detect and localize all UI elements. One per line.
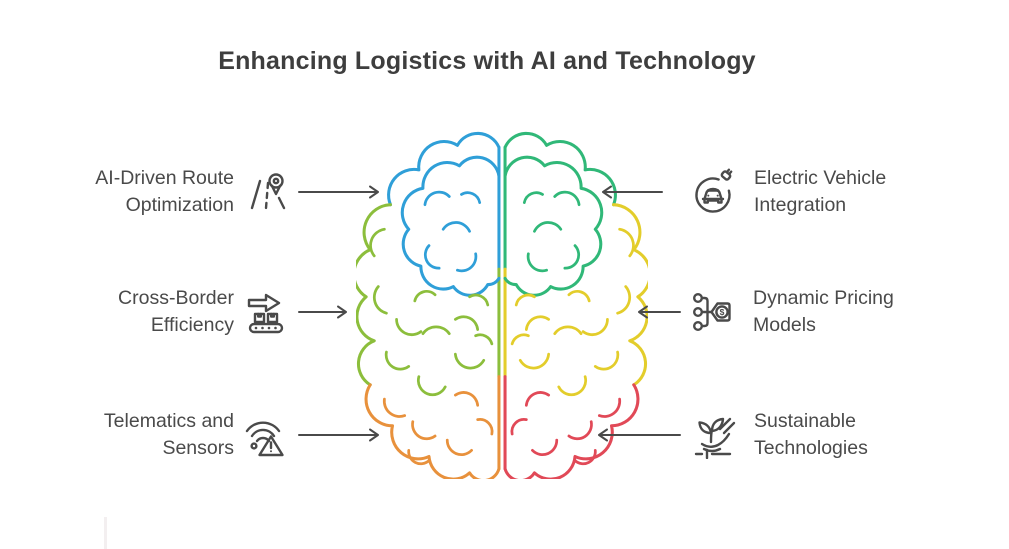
arrow-right-icon <box>298 305 347 319</box>
item-ai-route-optimization: AI-Driven Route Optimization <box>58 163 384 221</box>
arrow-right-icon <box>298 185 379 199</box>
item-sustainable-technologies: Sustainable Technologies <box>593 406 868 464</box>
conveyor-icon <box>234 288 298 336</box>
route-icon <box>234 168 298 216</box>
telematics-icon <box>234 411 298 459</box>
item-telematics-sensors: Telematics and Sensors <box>58 406 384 464</box>
item-electric-vehicle-integration: Electric Vehicle Integration <box>597 163 886 221</box>
item-label: Electric Vehicle Integration <box>754 167 887 216</box>
item-label: Telematics and Sensors <box>103 410 234 459</box>
arrow-left-icon <box>598 428 681 442</box>
svg-text:$: $ <box>720 307 725 317</box>
price-tag-icon: $ <box>689 288 737 336</box>
arrow-left-icon <box>602 185 663 199</box>
item-cross-border-efficiency: Cross-Border Efficiency <box>58 283 352 341</box>
electric-vehicle-icon <box>690 168 738 216</box>
page-edge-artifact <box>104 517 107 549</box>
item-label: Dynamic Pricing Models <box>753 287 894 336</box>
item-dynamic-pricing-models: $ Dynamic Pricing Models <box>633 283 894 341</box>
item-label: Cross-Border Efficiency <box>118 287 234 336</box>
arrow-left-icon <box>638 305 681 319</box>
arrow-right-icon <box>298 428 379 442</box>
page-title: Enhancing Logistics with AI and Technolo… <box>218 47 756 75</box>
item-label: Sustainable Technologies <box>754 410 868 459</box>
item-label: AI-Driven Route Optimization <box>95 167 234 216</box>
seedling-icon <box>690 411 738 459</box>
